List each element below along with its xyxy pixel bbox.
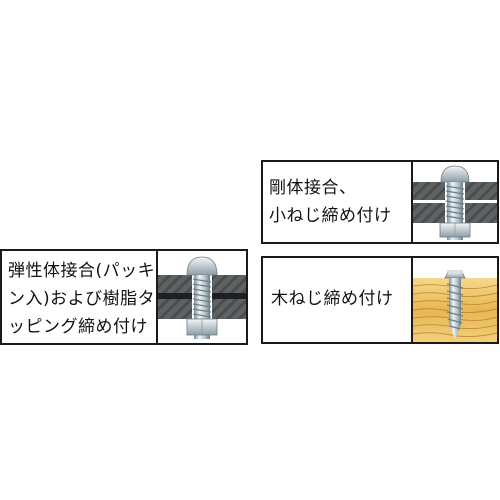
- screw-with-gasket-icon: [156, 251, 246, 343]
- machine-screw-through-rigid-plates-icon: [411, 162, 497, 242]
- elastic-joint-card: 弾性体接合(パッキ ン入)および樹脂タ ッピング締め付け: [0, 249, 248, 345]
- wood-screw-label: 木ねじ締め付け: [271, 289, 394, 309]
- wood-screw-in-wood-icon: [411, 258, 497, 342]
- elastic-joint-label: 弾性体接合(パッキ ン入)および樹脂タ ッピング締め付け: [8, 261, 156, 337]
- rigid-joint-card: 剛体接合、 小ねじ締め付け: [261, 160, 499, 244]
- rigid-joint-label: 剛体接合、 小ねじ締め付け: [269, 178, 392, 226]
- wood-screw-card: 木ねじ締め付け: [261, 256, 499, 344]
